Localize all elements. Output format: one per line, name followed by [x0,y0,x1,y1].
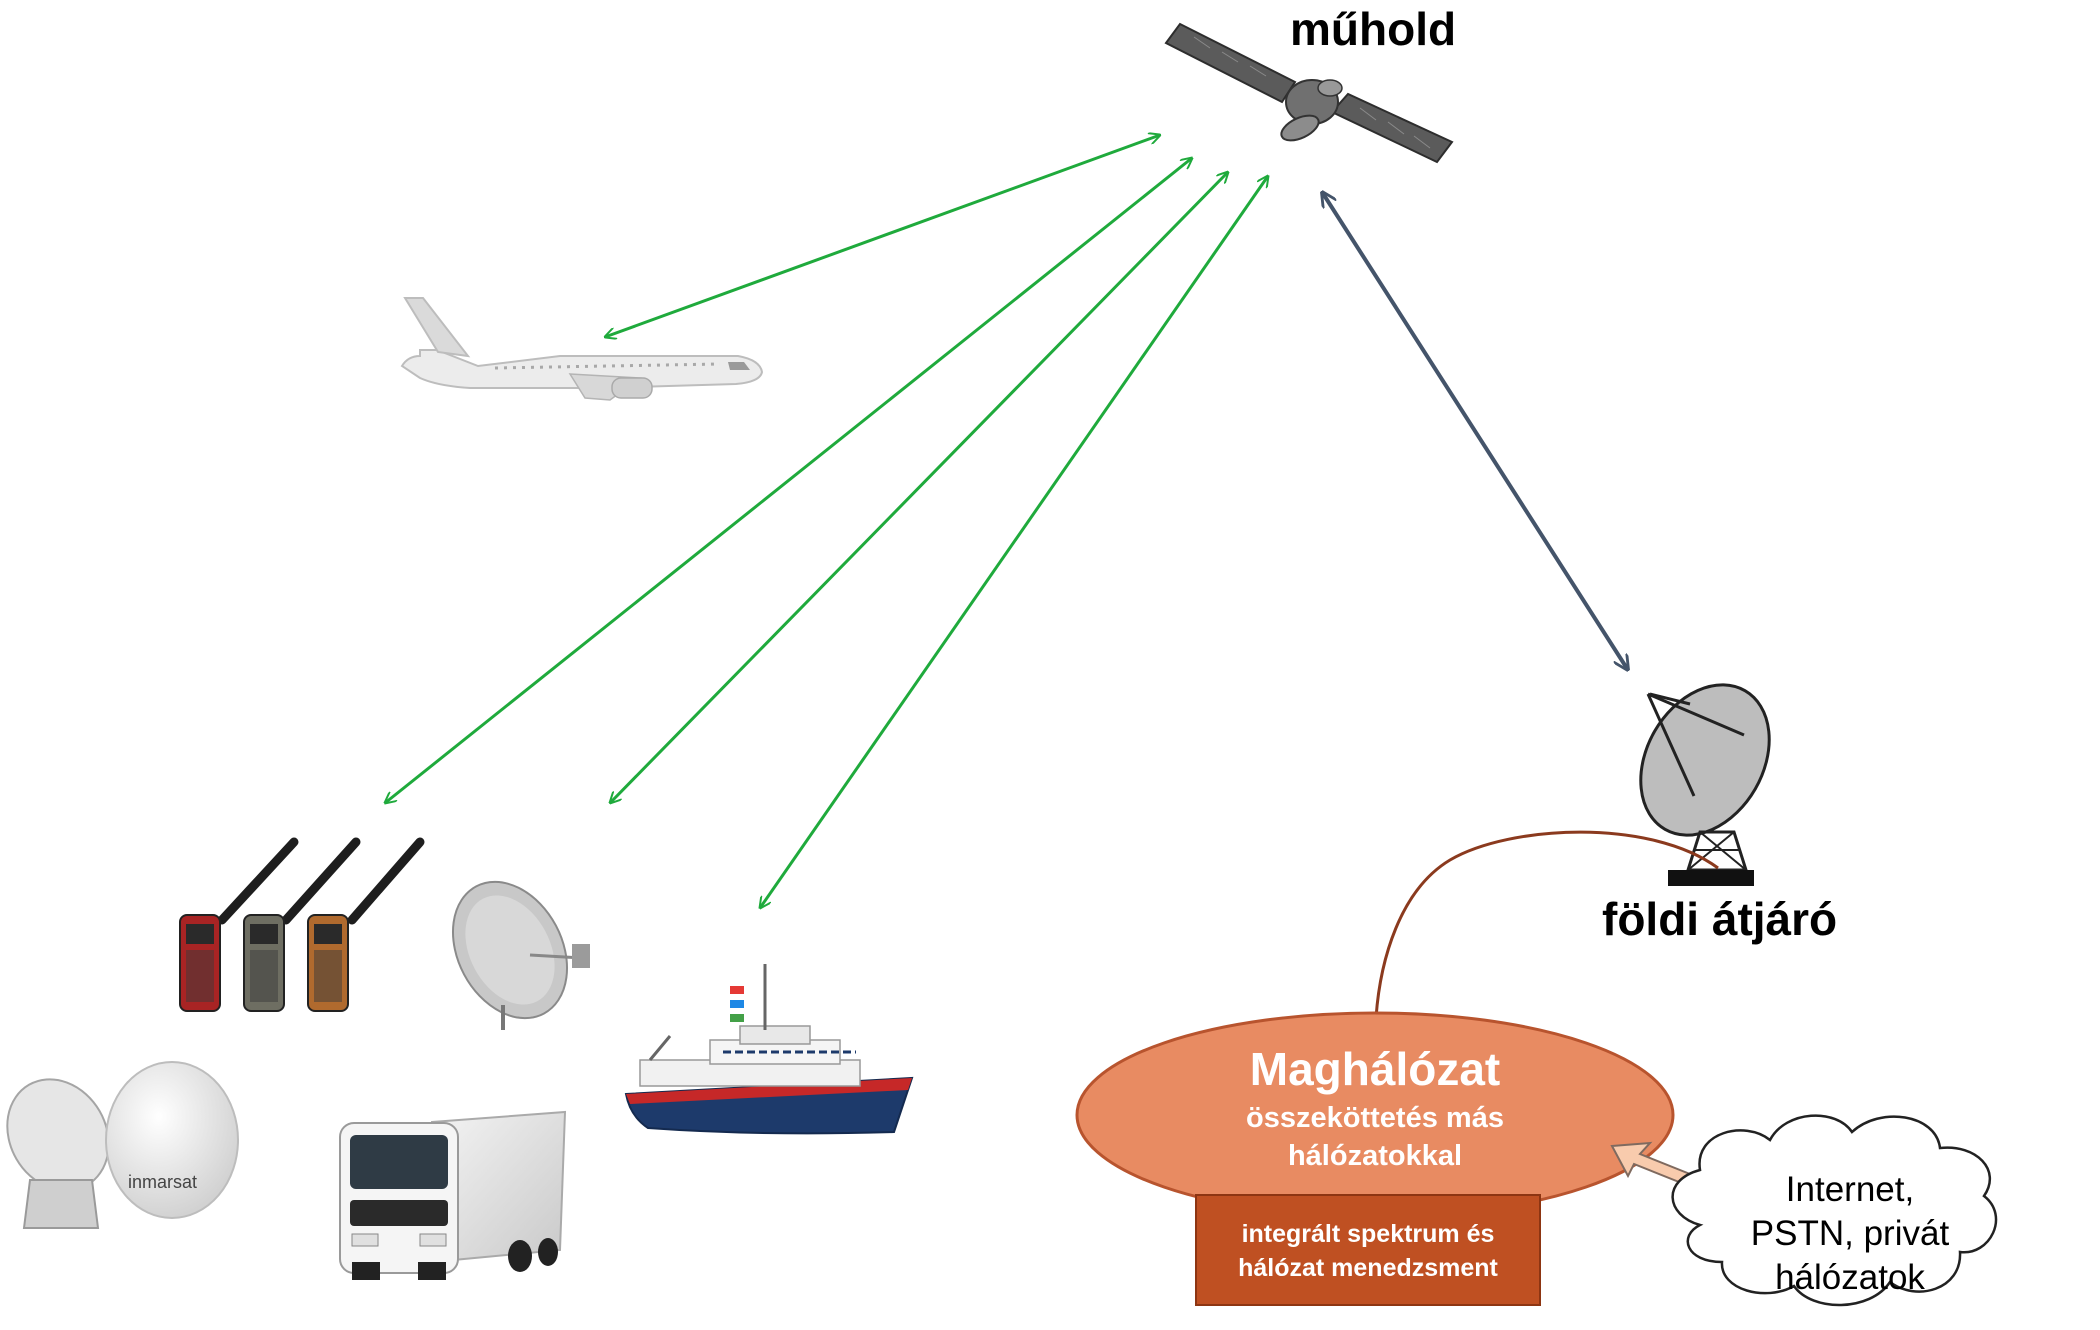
external-networks-line2: PSTN, privát [1750,1214,1950,1253]
handheld-phones-icon [179,837,425,1012]
feeder-link [1322,192,1628,670]
ship-icon [624,964,914,1135]
radome-terminal-icon: inmarsat [6,1061,239,1229]
ground-dish-icon [1639,683,1771,886]
ground-gateway-label: földi átjáró [1602,893,1838,945]
truck-icon [339,1110,567,1280]
management-line1: integrált spektrum és [1241,1220,1495,1248]
gateway-cable [1374,830,1719,1019]
satellite-icon [1164,22,1454,164]
link-vsat [610,172,1228,803]
external-networks-line1: Internet, [1785,1170,1915,1209]
management-box [1195,1194,1541,1306]
vsat-dish-icon [451,880,590,1030]
link-handhelds [385,158,1192,803]
link-ship [760,176,1268,908]
core-network-subtitle-line2: hálózatokkal [1287,1140,1463,1172]
radome-brand-text: inmarsat [128,1172,197,1192]
airplane-icon [400,297,764,401]
core-network-title: Maghálózat [1249,1043,1501,1095]
user-links [385,135,1268,908]
satellite-label: műhold [1290,3,1457,55]
management-line2: hálózat menedzsment [1238,1254,1498,1282]
link-airplane [605,135,1160,337]
core-network-subtitle-line1: összeköttetés más [1246,1102,1504,1134]
external-networks-line3: hálózatok [1775,1258,1925,1297]
cloud-icon [1671,1114,1998,1307]
